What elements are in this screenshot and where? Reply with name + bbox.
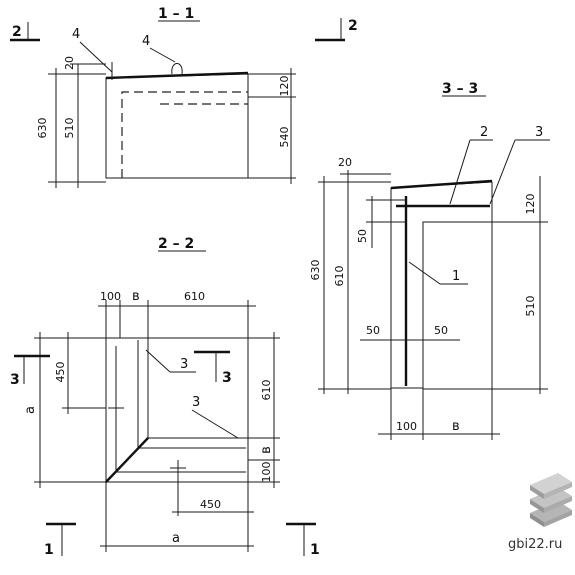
leader [149, 47, 176, 63]
callout-2: 2 [480, 125, 488, 140]
leader [191, 409, 239, 439]
dim-20: 20 [63, 56, 76, 70]
leader [408, 261, 441, 285]
section-2-2: 2 – 2 100 в 610 а 450 3 [10, 236, 320, 558]
leader [489, 139, 516, 205]
leader [449, 139, 471, 205]
cut-3-right: 3 [222, 370, 232, 386]
top-edge [390, 179, 493, 190]
cut-3-left: 3 [10, 372, 20, 388]
section-3-3-title: 3 – 3 [442, 81, 478, 97]
dim-540: 540 [278, 127, 291, 148]
callout-3: 3 [180, 357, 188, 372]
section-3-3: 3 – 3 2 3 1 630 610 20 50 120 [309, 81, 550, 440]
callout-4: 4 [142, 34, 150, 49]
section-1-1: 1 – 1 2 2 4 4 630 510 20 [10, 6, 358, 188]
callout-4: 4 [72, 27, 80, 42]
dim-610: 610 [184, 290, 205, 303]
dim-20: 20 [338, 156, 352, 169]
dim-50-right: 50 [434, 324, 448, 337]
cut-1-right: 1 [310, 542, 320, 558]
hidden-line [121, 91, 248, 178]
dim-b: в [452, 419, 460, 434]
stack-logo-icon [530, 473, 572, 527]
cut-marker-2-left: 2 [12, 24, 22, 40]
wall-outline [105, 73, 249, 179]
dim-100: 100 [100, 290, 121, 303]
leader [79, 41, 113, 73]
cut-1-left: 1 [44, 542, 54, 558]
dim-100: 100 [396, 420, 417, 433]
cut-marker-2-right: 2 [348, 18, 358, 34]
dim-b: в [259, 446, 274, 454]
dim-120: 120 [278, 76, 291, 97]
dim-510: 510 [524, 296, 537, 317]
dim-450: 450 [54, 362, 67, 383]
leader [145, 349, 171, 373]
dim-120: 120 [524, 194, 537, 215]
dim-630: 630 [309, 260, 322, 281]
dim-510: 510 [63, 118, 76, 139]
dim-a: а [172, 531, 180, 546]
watermark-text: gbi22.ru [508, 537, 562, 552]
dim-610: 610 [333, 266, 346, 287]
inner-line [137, 340, 246, 449]
dim-50-left: 50 [366, 324, 380, 337]
watermark: gbi22.ru [508, 473, 572, 552]
callout-1: 1 [452, 269, 460, 284]
top-edge [105, 71, 249, 80]
dim-100: 100 [260, 462, 273, 483]
dim-450: 450 [200, 498, 221, 511]
dim-50: 50 [356, 229, 369, 243]
dim-a: а [23, 406, 38, 414]
callout-3: 3 [535, 125, 543, 140]
corner-diagonal [115, 447, 139, 473]
callout-3: 3 [192, 395, 200, 410]
dim-630: 630 [36, 118, 49, 139]
dim-b: в [132, 289, 140, 304]
section-1-1-title: 1 – 1 [158, 6, 194, 22]
section-2-2-title: 2 – 2 [158, 236, 194, 252]
dim-610: 610 [260, 380, 273, 401]
lifting-loop [171, 63, 183, 75]
